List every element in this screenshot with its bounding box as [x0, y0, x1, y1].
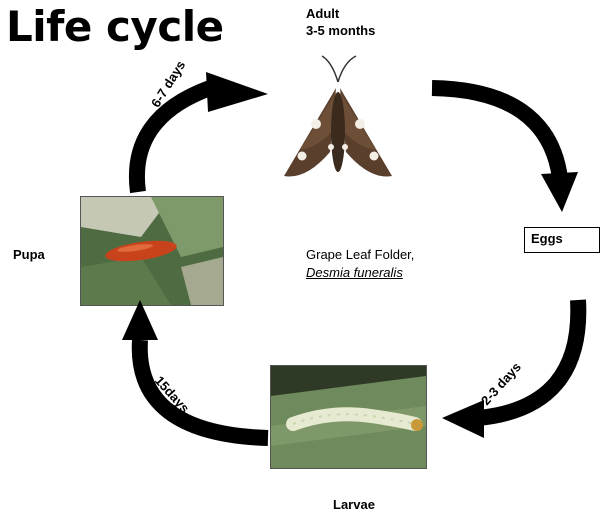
arrow-larvae-to-pupa [122, 300, 158, 340]
arrow-eggs-to-larvae [442, 400, 484, 438]
arrow-adult-to-eggs [541, 172, 578, 212]
arrow-pupa-to-adult [206, 72, 268, 112]
